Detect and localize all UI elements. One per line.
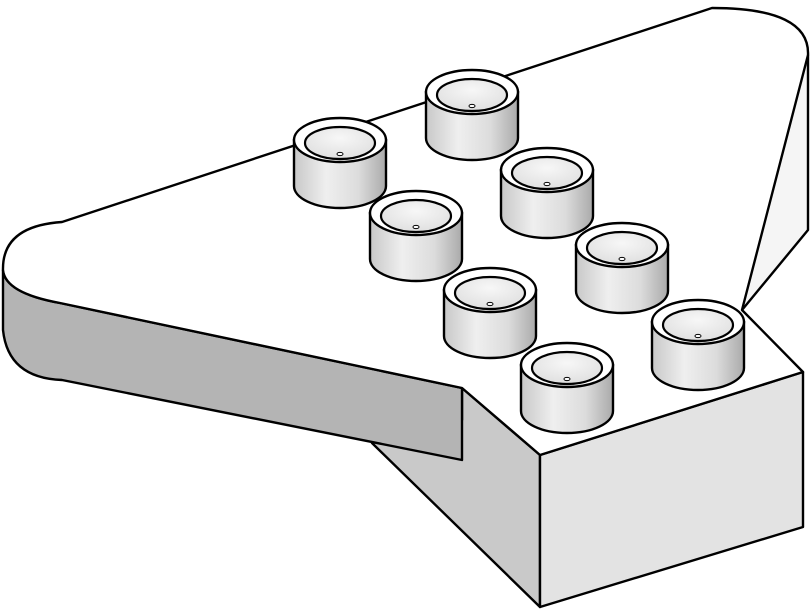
stud-hole — [585, 230, 659, 266]
stud-center-dot — [468, 103, 476, 109]
stud-center-dot — [336, 151, 344, 157]
stud-group — [292, 68, 746, 435]
stud-hole — [453, 275, 527, 311]
stud — [574, 221, 670, 315]
stud — [519, 341, 615, 435]
stud — [424, 68, 520, 162]
stud — [292, 116, 388, 210]
stud-center-dot — [486, 301, 494, 307]
stud-hole — [510, 155, 584, 191]
stud-center-dot — [412, 224, 420, 230]
stud — [442, 266, 538, 360]
stud-center-dot — [543, 181, 551, 187]
stud-hole — [303, 125, 377, 161]
stud-hole — [530, 350, 604, 386]
stud — [650, 298, 746, 392]
stud-hole — [379, 198, 453, 234]
stud — [499, 146, 595, 240]
stud-hole — [661, 307, 735, 343]
stud-hole — [435, 77, 509, 113]
stud-center-dot — [694, 333, 702, 339]
stud-center-dot — [563, 376, 571, 382]
stud-center-dot — [618, 256, 626, 262]
stud — [368, 189, 464, 283]
